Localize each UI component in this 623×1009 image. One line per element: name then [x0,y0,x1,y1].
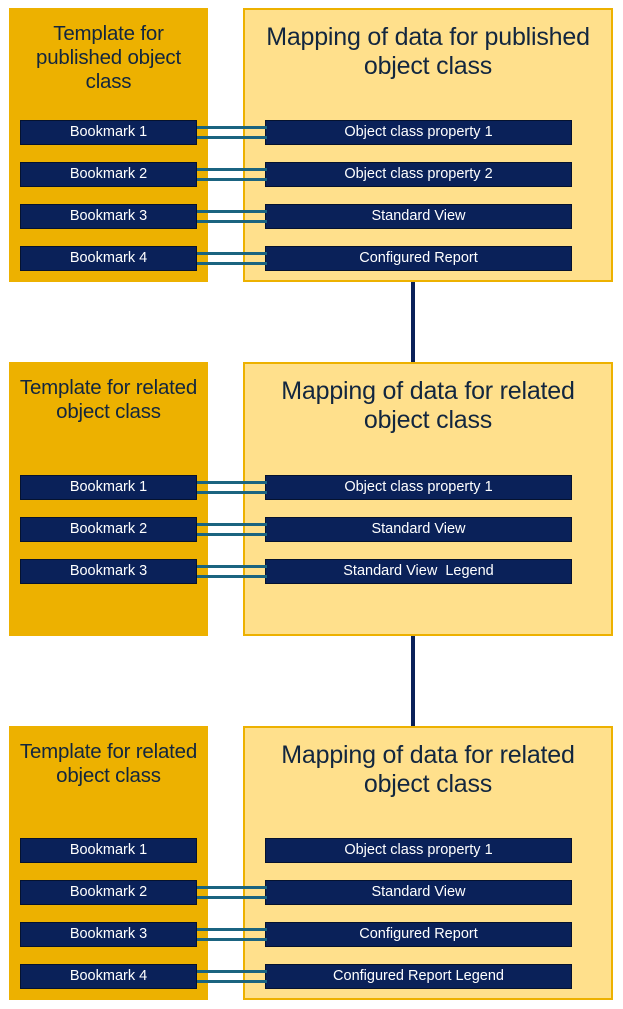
mapping-bar[interactable]: Configured Report [265,922,572,947]
bookmark-bar[interactable]: Bookmark 2 [20,162,197,187]
mapping-bar[interactable]: Object class property 1 [265,838,572,863]
row-connector [197,126,267,139]
bookmark-bar[interactable]: Bookmark 4 [20,964,197,989]
row-connector [197,970,267,983]
left-panel-title: Template for related object class [19,740,198,787]
connector-line-top [197,252,267,255]
bookmark-bar[interactable]: Bookmark 1 [20,838,197,863]
row-connector [197,886,267,899]
connector-line-top [197,886,267,889]
bookmark-bar[interactable]: Bookmark 1 [20,475,197,500]
row-connector [197,210,267,223]
connector-line-top [197,210,267,213]
mapping-bar[interactable]: Standard View [265,204,572,229]
connector-line-bottom [197,980,267,983]
connector-line-top [197,523,267,526]
right-panel-title: Mapping of data for published object cla… [266,23,590,81]
bookmark-bar[interactable]: Bookmark 1 [20,120,197,145]
row-connector [197,523,267,536]
bookmark-bar[interactable]: Bookmark 4 [20,246,197,271]
right-panel-title: Mapping of data for related object class [281,741,575,799]
connector-line-top [197,928,267,931]
left-panel-title: Template for published object class [36,22,181,93]
mapping-bar[interactable]: Object class property 1 [265,120,572,145]
connector-line-top [197,481,267,484]
connector-line-bottom [197,262,267,265]
left-panel-template: Template for published object class [9,8,208,282]
bookmark-bar[interactable]: Bookmark 2 [20,880,197,905]
connector-line-bottom [197,136,267,139]
connector-line-top [197,168,267,171]
bookmark-bar[interactable]: Bookmark 3 [20,922,197,947]
bookmark-bar[interactable]: Bookmark 3 [20,204,197,229]
connector-line-bottom [197,896,267,899]
connector-line-bottom [197,938,267,941]
connector-line-bottom [197,533,267,536]
connector-line-bottom [197,220,267,223]
mapping-bar[interactable]: Object class property 2 [265,162,572,187]
vertical-connector-section2-section3 [411,636,415,726]
connector-line-top [197,970,267,973]
connector-line-bottom [197,178,267,181]
mapping-bar[interactable]: Object class property 1 [265,475,572,500]
right-panel-title: Mapping of data for related object class [281,377,575,435]
connector-line-top [197,126,267,129]
mapping-bar[interactable]: Standard View Legend [265,559,572,584]
left-panel-template: Template for related object class [9,726,208,1000]
bookmark-bar[interactable]: Bookmark 2 [20,517,197,542]
row-connector [197,565,267,578]
row-connector [197,928,267,941]
connector-line-top [197,565,267,568]
mapping-bar[interactable]: Configured Report Legend [265,964,572,989]
row-connector [197,252,267,265]
connector-line-bottom [197,575,267,578]
right-panel-mapping: Mapping of data for published object cla… [243,8,613,282]
right-panel-mapping: Mapping of data for related object class [243,726,613,1000]
mapping-bar[interactable]: Configured Report [265,246,572,271]
vertical-connector-section1-section2 [411,282,415,362]
row-connector [197,168,267,181]
row-connector [197,481,267,494]
connector-line-bottom [197,491,267,494]
mapping-bar[interactable]: Standard View [265,880,572,905]
mapping-bar[interactable]: Standard View [265,517,572,542]
bookmark-bar[interactable]: Bookmark 3 [20,559,197,584]
left-panel-title: Template for related object class [19,376,198,423]
